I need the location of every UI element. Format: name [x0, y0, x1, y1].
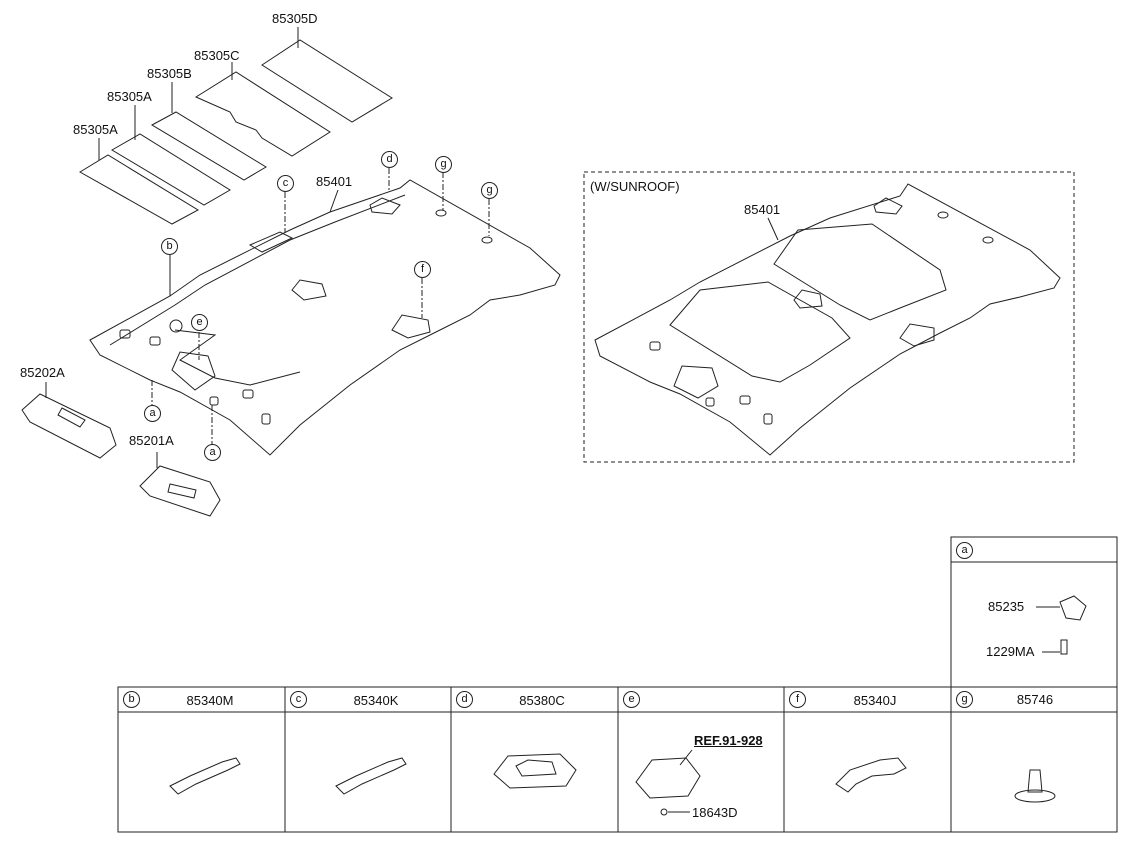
headlining-85401-sunroof: [594, 183, 1061, 456]
sunroof-inset-frame: [583, 171, 1075, 463]
dome-lamp-opening: [171, 351, 216, 391]
fastener-g-drawing: [1027, 769, 1043, 793]
marker-f: f: [414, 261, 431, 278]
pad-85305a-upper: [111, 133, 231, 206]
pad-85305c: [194, 71, 331, 157]
map-lamp-bezel-d-drawing: [493, 753, 577, 789]
marker-a-2: a: [204, 444, 221, 461]
marker-c: c: [277, 175, 294, 192]
callout-1229ma: 1229MA: [986, 644, 1035, 659]
marker-b: b: [161, 238, 178, 255]
sunroof-opening-rear: [773, 223, 947, 321]
callout-18643d: 18643D: [692, 805, 738, 820]
detail-table-a: [950, 536, 1118, 688]
room-lamp-e-drawing: [635, 757, 701, 799]
sunroof-opening-front: [669, 281, 851, 383]
assist-handle-f-drawing: [835, 757, 907, 793]
inset-label: (W/SUNROOF): [590, 179, 680, 194]
table-cell-f-letter: f: [789, 691, 806, 708]
table-cell-d-letter: d: [456, 691, 473, 708]
callout-85202a: 85202A: [20, 365, 65, 380]
sun-visor-85202a: [21, 393, 117, 459]
callout-85305a-upper: 85305A: [107, 89, 152, 104]
callout-85235: 85235: [988, 599, 1025, 614]
callout-85305b: 85305B: [147, 66, 192, 81]
pad-85305b: [150, 111, 267, 181]
marker-g-1: g: [435, 156, 452, 173]
table-cell-g-part: 85746: [1016, 692, 1054, 707]
table-cell-c-part: 85340K: [353, 693, 399, 708]
assist-handle-c-drawing: [335, 757, 407, 795]
table-cell-b-letter: b: [123, 691, 140, 708]
marker-d: d: [381, 151, 398, 168]
table-cell-f-part: 85340J: [853, 693, 897, 708]
table-cell-g-letter: g: [956, 691, 973, 708]
headlining-85401: [89, 179, 561, 456]
callout-85305c: 85305C: [194, 48, 240, 63]
pad-85305d: [261, 39, 393, 123]
pad-85305a-lower: [79, 154, 200, 225]
screw-1229ma-drawing: [1060, 639, 1068, 655]
marker-e: e: [191, 314, 208, 331]
table-cell-c-letter: c: [290, 691, 307, 708]
clip-85235-drawing: [1059, 595, 1087, 621]
callout-85401-sunroof: 85401: [744, 202, 781, 217]
table-cell-b-part: 85340M: [186, 693, 234, 708]
table-cell-e-letter: e: [623, 691, 640, 708]
marker-g-2: g: [481, 182, 498, 199]
assist-handle-b-drawing: [169, 757, 241, 795]
table-a-letter: a: [956, 542, 973, 559]
marker-a-1: a: [144, 405, 161, 422]
ref-91-928: REF.91-928: [694, 733, 763, 748]
callout-85201a: 85201A: [129, 433, 174, 448]
callout-85305d: 85305D: [272, 11, 318, 26]
table-cell-d-part: 85380C: [519, 693, 565, 708]
sun-visor-85201a: [139, 465, 221, 517]
callout-85401: 85401: [316, 174, 353, 189]
callout-85305a-lower: 85305A: [73, 122, 118, 137]
